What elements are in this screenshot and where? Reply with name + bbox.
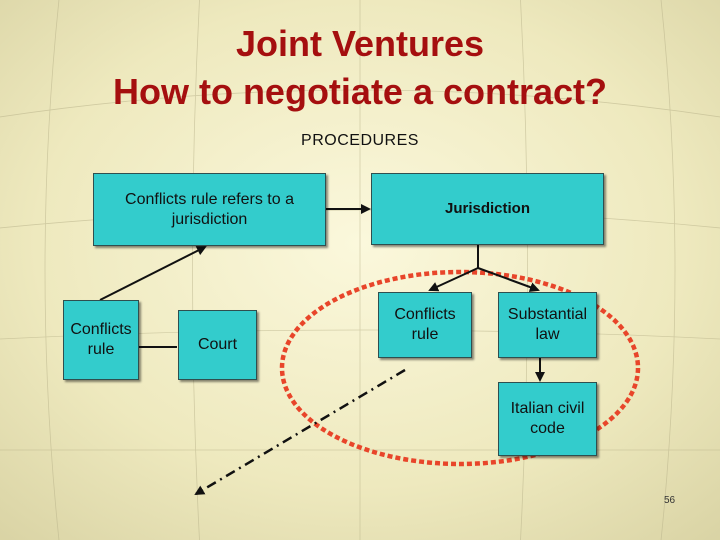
box-substantial-law: Substantial law	[498, 292, 597, 358]
slide-title-line-1: Joint Ventures	[235, 23, 485, 64]
box-conflicts-rule-center: Conflicts rule	[378, 292, 472, 358]
box-conflicts-rule-left: Conflicts rule	[63, 300, 139, 380]
box-court: Court	[178, 310, 257, 380]
highlight-ellipse	[279, 269, 641, 467]
page-number: 56	[664, 495, 676, 506]
box-conflicts-rule-refers: Conflicts rule refers to a jurisdiction	[93, 173, 326, 246]
box-jurisdiction: Jurisdiction	[371, 173, 604, 245]
arrow-jurisdiction-to-conflicts	[428, 267, 479, 292]
box-italian-civil-code: Italian civil code	[498, 382, 597, 456]
arrow-jurisdiction-to-substantial	[477, 267, 540, 292]
arrow-conflicts-to-refers	[99, 246, 207, 301]
arrow-conflicts-to-outside	[194, 368, 406, 496]
slide-title-line-2: How to negotiate a contract?	[112, 71, 608, 112]
slide-subtitle: PROCEDURES	[301, 132, 419, 149]
